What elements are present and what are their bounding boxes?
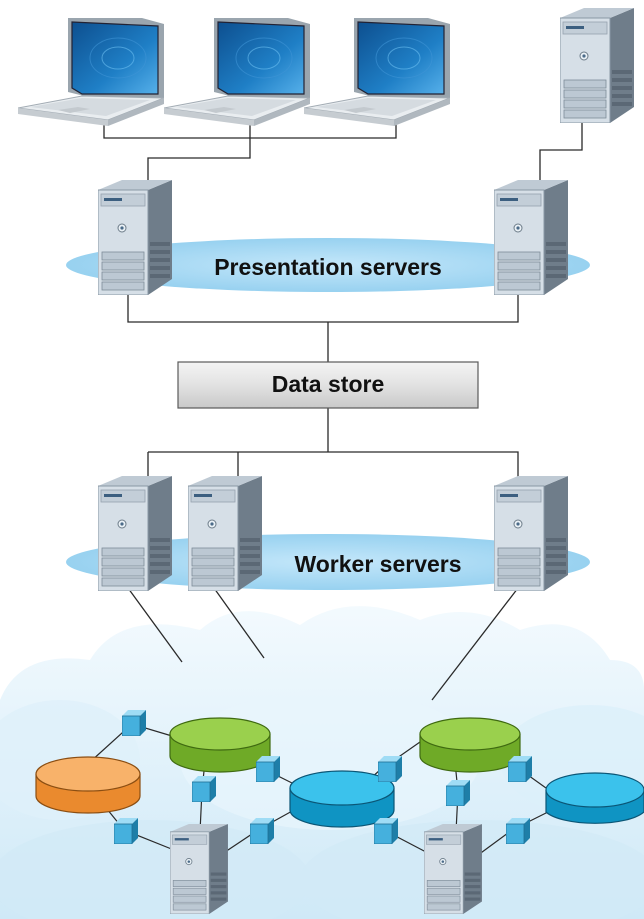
server-tower-icon xyxy=(98,180,172,295)
laptop-icon xyxy=(304,18,450,126)
network-node-cube-icon xyxy=(374,818,398,844)
server-tower-icon xyxy=(494,180,568,295)
data-store-box xyxy=(177,361,479,409)
database-cylinder-icon xyxy=(35,756,141,814)
laptop-icon xyxy=(18,18,164,126)
data-store-label: Data store xyxy=(272,371,384,397)
presentation-ellipse xyxy=(66,238,590,292)
database-cylinder-icon xyxy=(169,717,271,773)
server-tower-icon xyxy=(424,824,482,914)
network-node-cube-icon xyxy=(122,710,146,736)
network-node-cube-icon xyxy=(508,756,532,782)
server-tower-icon xyxy=(560,8,634,123)
database-cylinder-icon xyxy=(419,717,521,773)
network-node-cube-icon xyxy=(256,756,280,782)
network-node-cube-icon xyxy=(250,818,274,844)
worker-servers-label: Worker servers xyxy=(294,551,461,577)
network-node-cube-icon xyxy=(192,776,216,802)
server-tower-icon xyxy=(98,476,172,591)
client-laptops xyxy=(18,18,450,126)
presentation-tier: Presentation servers xyxy=(66,180,590,295)
server-tower-icon xyxy=(188,476,262,591)
database-cylinder-icon xyxy=(545,772,644,824)
network-node-cube-icon xyxy=(378,756,402,782)
network-node-cube-icon xyxy=(114,818,138,844)
network-node-cube-icon xyxy=(506,818,530,844)
network-node-cube-icon xyxy=(446,780,470,806)
laptop-icon xyxy=(164,18,310,126)
server-tower-icon xyxy=(494,476,568,591)
server-tower-icon xyxy=(170,824,228,914)
presentation-servers-label: Presentation servers xyxy=(214,254,442,280)
data-store: Data store xyxy=(177,361,479,409)
worker-tier: Worker servers xyxy=(66,476,590,591)
database-cylinder-icon xyxy=(289,770,395,828)
